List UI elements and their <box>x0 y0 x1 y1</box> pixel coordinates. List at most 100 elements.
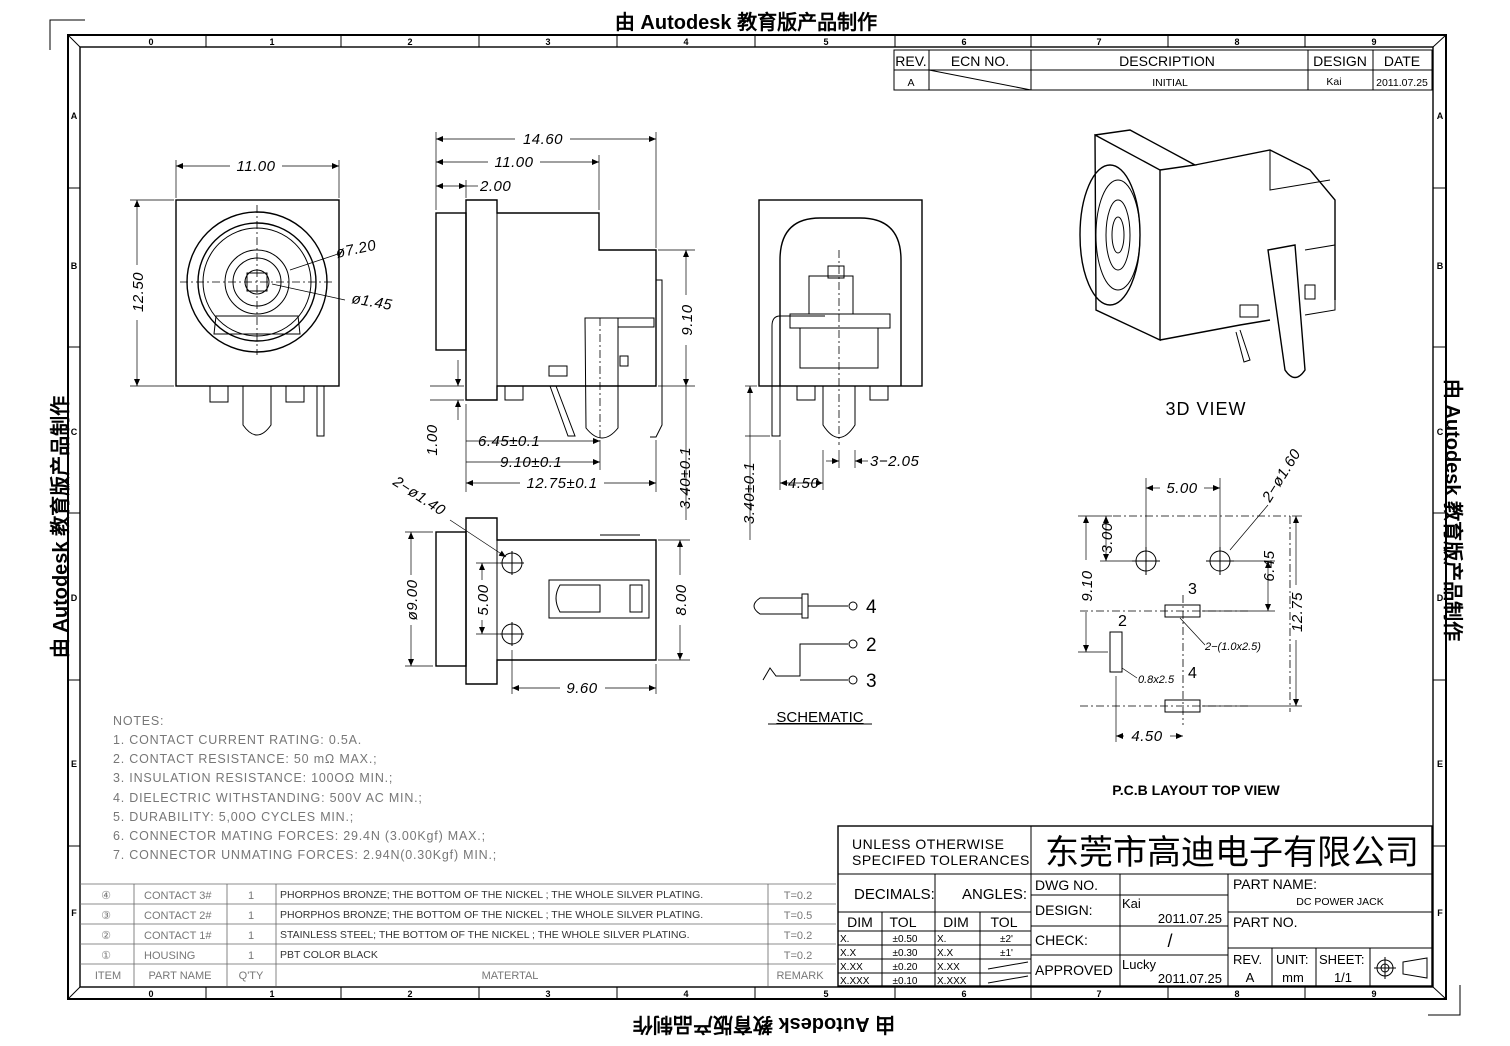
dec-row-1-tol: ±0.50 <box>893 934 918 945</box>
zone-col-bottom-5: 5 <box>823 989 828 999</box>
design-date: 2011.07.25 <box>1158 911 1222 926</box>
unit-value: mm <box>1282 970 1304 985</box>
sheet-label: SHEET: <box>1319 952 1365 967</box>
rev-row-design: Kai <box>1326 76 1341 88</box>
bom-row-2-part: CONTACT 2# <box>144 910 212 922</box>
design-name: Kai <box>1122 896 1141 911</box>
zone-col-top-4: 4 <box>683 37 688 47</box>
note-2: 2. CONTACT RESISTANCE: 50 mΩ MAX.; <box>113 752 377 766</box>
bom-row-1-item: ④ <box>101 890 111 902</box>
projection-symbol-icon <box>1374 957 1428 979</box>
pcb-dim-7: 2−(1.0x2.5) <box>1204 641 1261 653</box>
angles-label: ANGLES: <box>962 886 1027 903</box>
dec-row-4-dim: X.XXX <box>840 976 870 987</box>
bottom-view: ø9.00 5.00 8.00 9.60 2−ø1.40 <box>389 473 690 697</box>
bom-header-item: ITEM <box>95 970 121 982</box>
rev-row-rev: A <box>907 77 914 89</box>
part-name-value: DC POWER JACK <box>1296 896 1384 908</box>
dec-dim-header: DIM <box>847 914 873 930</box>
bom-row-4-remark: T=0.2 <box>784 950 812 962</box>
part-name-label: PART NAME: <box>1233 876 1317 892</box>
3d-view-label: 3D VIEW <box>1165 399 1246 419</box>
bottom-dim-holes: 2−ø1.40 <box>389 473 449 520</box>
zone-col-top-6: 6 <box>961 37 966 47</box>
bom-table: ④ CONTACT 3# 1 PHORPHOS BRONZE; THE BOTT… <box>80 883 836 986</box>
pcb-dim-9: 4.50 <box>1131 728 1162 745</box>
side-dim-3: 2.00 <box>479 178 511 195</box>
zone-row-left-E: E <box>71 759 77 769</box>
ang-row-2-dim: X.X <box>937 948 953 959</box>
bom-row-4-item: ① <box>101 950 111 962</box>
side-dim-5: 1.00 <box>424 424 441 455</box>
zone-col-bottom-9: 9 <box>1371 989 1376 999</box>
zone-col-top-3: 3 <box>545 37 550 47</box>
zone-row-right-A: A <box>1437 111 1444 121</box>
part-no-label: PART NO. <box>1233 914 1298 930</box>
dec-row-3-tol: ±0.20 <box>893 962 918 973</box>
zone-row-right-F: F <box>1437 908 1443 918</box>
bom-row-4-material: PBT COLOR BLACK <box>280 949 378 961</box>
bom-row-3-remark: T=0.2 <box>784 930 812 942</box>
bom-row-2-material: PHORPHOS BRONZE; THE BOTTOM OF THE NICKE… <box>280 909 703 921</box>
check-label: CHECK: <box>1035 932 1088 948</box>
zone-col-top-8: 8 <box>1234 37 1239 47</box>
rear-dim-2: 4.50 <box>788 475 819 492</box>
notes: NOTES: 1. CONTACT CURRENT RATING: 0.5A. … <box>113 714 496 862</box>
side-dim-1: 14.60 <box>523 131 563 148</box>
ang-row-2-tol: ±1' <box>1000 948 1013 959</box>
zone-col-bottom-4: 4 <box>683 989 688 999</box>
pcb-dim-1: 5.00 <box>1166 480 1197 497</box>
ang-row-1-dim: X. <box>937 934 946 945</box>
title-block: UNLESS OTHERWISE SPECIFED TOLERANCES 东莞市… <box>837 825 1433 987</box>
schematic: 4 2 3 SCHEMATIC <box>753 593 877 726</box>
zone-row-left-B: B <box>71 261 78 271</box>
rear-dim-1: 3.40±0.1 <box>741 462 758 524</box>
bom-row-3-item: ② <box>101 930 111 942</box>
dec-row-4-tol: ±0.10 <box>893 976 918 987</box>
dec-row-1-dim: X. <box>840 934 849 945</box>
bom-row-2-qty: 1 <box>248 910 254 922</box>
zone-col-top-5: 5 <box>823 37 828 47</box>
rev-row-description: INITIAL <box>1152 77 1188 89</box>
dec-row-2-tol: ±0.30 <box>893 948 918 959</box>
pcb-dim-8: 0.8x2.5 <box>1138 674 1175 686</box>
side-dim-9: 3.40±0.1 <box>677 447 694 509</box>
bom-row-3-qty: 1 <box>248 930 254 942</box>
sheet-value: 1/1 <box>1334 970 1352 985</box>
rev-label: REV. <box>1233 952 1262 967</box>
bom-header-material: MATERTAL <box>482 970 539 982</box>
design-label: DESIGN: <box>1035 902 1093 918</box>
schematic-title: SCHEMATIC <box>776 709 863 726</box>
front-dim-width: 11.00 <box>237 158 276 175</box>
pcb-layout: 5.00 2−ø1.60 3.00 9.10 6.45 12.75 3 2 4 … <box>1078 446 1306 798</box>
note-5: 5. DURABILITY: 5,00O CYCLES MIN.; <box>113 810 354 824</box>
pcb-pin-2: 2 <box>1118 613 1127 630</box>
notes-title: NOTES: <box>113 714 164 728</box>
bom-row-1-remark: T=0.2 <box>784 890 812 902</box>
zone-col-top-1: 1 <box>269 37 274 47</box>
corner-marks <box>49 19 1461 1016</box>
ang-row-4-dim: X.XXX <box>937 976 967 987</box>
bom-header-qty: Q'TY <box>239 970 264 982</box>
front-dim-pin-dia: ø1.45 <box>350 290 393 314</box>
side-dim-8: 12.75±0.1 <box>526 475 597 492</box>
zone-col-top-2: 2 <box>407 37 412 47</box>
company-name: 东莞市高迪电子有限公司 <box>1045 834 1419 872</box>
rev-row-date: 2011.07.25 <box>1376 77 1428 89</box>
zone-row-right-D: D <box>1437 593 1444 603</box>
3d-view: 3D VIEW <box>1079 129 1336 419</box>
dec-row-3-dim: X.XX <box>840 962 863 973</box>
ang-tol-header: TOL <box>991 914 1018 930</box>
zone-col-bottom-1: 1 <box>269 989 274 999</box>
unit-label: UNIT: <box>1276 952 1309 967</box>
approved-date: 2011.07.25 <box>1158 971 1222 986</box>
approved-name: Lucky <box>1122 957 1156 972</box>
tolerance-note-1: UNLESS OTHERWISE <box>852 836 1004 852</box>
border-frame <box>67 34 1447 1000</box>
approved-label: APPROVED <box>1035 962 1113 978</box>
pcb-dim-3: 3.00 <box>1099 522 1116 553</box>
rev-header-ecn: ECN NO. <box>951 53 1009 69</box>
zone-row-right-B: B <box>1437 261 1444 271</box>
bom-header-part-name: PART NAME <box>149 970 212 982</box>
